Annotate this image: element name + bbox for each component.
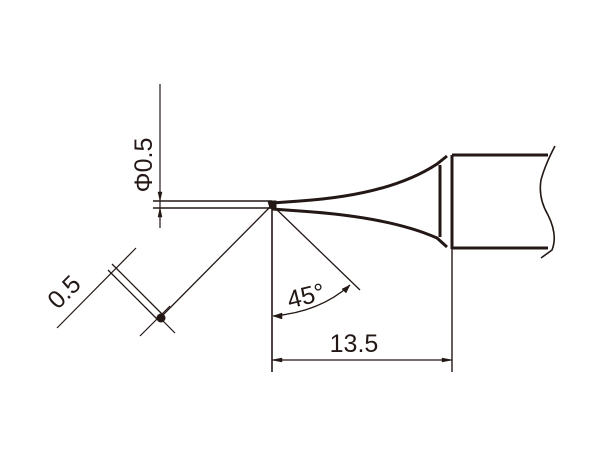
angle-arrow-right xyxy=(341,284,351,294)
width-tip-dot xyxy=(156,313,166,323)
diameter-arrow-top xyxy=(157,191,163,202)
angle-reference-line xyxy=(271,204,361,291)
width-label: 0.5 xyxy=(42,270,86,314)
diameter-arrow-bottom xyxy=(157,207,163,218)
width-extension-b xyxy=(107,269,159,321)
angle-arrow-left xyxy=(272,312,283,320)
angle-label: 45° xyxy=(284,278,327,314)
width-dimension-line xyxy=(56,247,137,329)
width-diagonal-line xyxy=(159,204,273,319)
tip-lower-profile xyxy=(271,207,449,249)
diameter-label: Φ0.5 xyxy=(130,138,158,193)
width-dimension-line-lower xyxy=(139,305,171,337)
break-line xyxy=(539,145,556,259)
length-label: 13.5 xyxy=(330,330,379,358)
tip-upper-profile xyxy=(271,154,448,205)
length-arrow-left xyxy=(271,357,283,363)
width-extension-a xyxy=(111,263,165,317)
length-arrow-right xyxy=(441,357,453,363)
